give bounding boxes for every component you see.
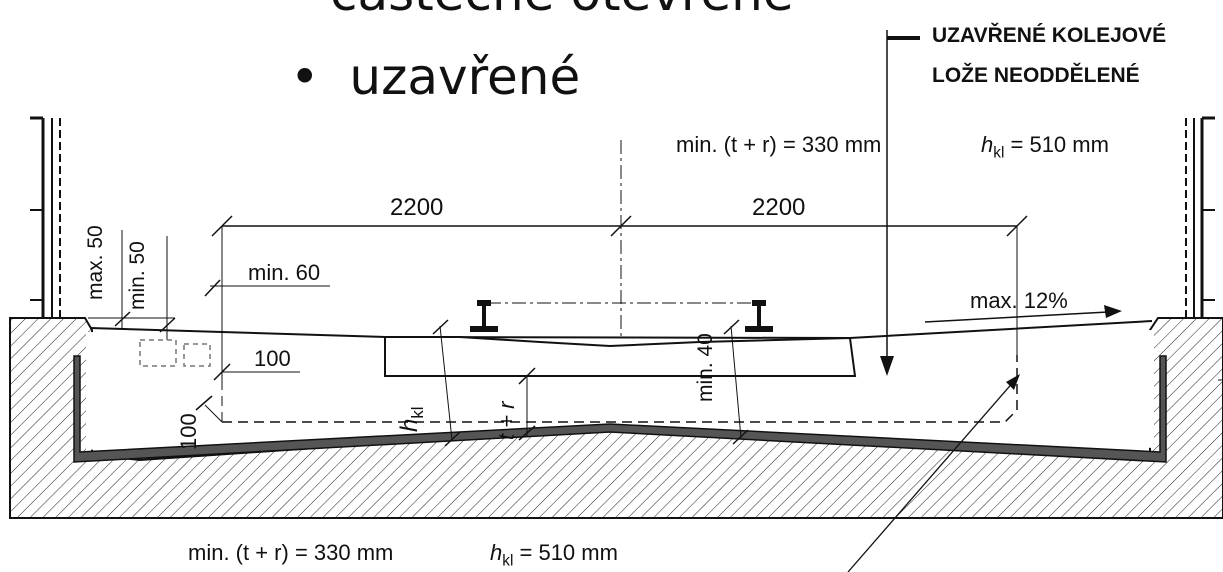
railing-left (30, 116, 61, 318)
drain-box-right (183, 343, 211, 367)
slide-title-partial: částečně otevřené (330, 0, 794, 22)
bottom-hkl-sub: kl (502, 552, 514, 570)
bullet-symbol: • (290, 48, 320, 106)
d100-label-a: 100 (254, 346, 291, 371)
rail-right (745, 300, 773, 332)
railing-right (1185, 116, 1215, 318)
max-50-label: max. 50 (84, 225, 107, 300)
drain-box-left (139, 339, 177, 367)
rail-left (470, 300, 498, 332)
min-60-label: min. 60 (248, 260, 321, 285)
hkl-label-base: h (396, 418, 423, 432)
dashed-profile (222, 355, 1018, 423)
top-hkl-value: = 510 mm (1010, 132, 1109, 157)
min-50-label: min. 50 (126, 241, 149, 310)
bullet-text: uzavřené (349, 48, 581, 106)
bottom-hkl-base: h (490, 540, 503, 565)
hkl-label-sub: kl (407, 406, 427, 419)
slope-label: max. 12% (970, 288, 1068, 313)
hkl-label: hkl (396, 407, 428, 432)
bottom-hkl-value: = 510 mm (519, 540, 618, 565)
bottom-formula: min. (t + r) = 330 mm (188, 540, 394, 565)
top-formula: min. (t + r) = 330 mm (676, 132, 882, 157)
dim-left-2200: 2200 (390, 194, 444, 221)
ballast-surface-line (89, 320, 1153, 340)
top-hkl: hkl = 510 mm (981, 132, 1109, 162)
sleeper (384, 336, 857, 377)
bullet-item: • uzavřené (290, 48, 580, 106)
min-40-label: min. 40 (694, 333, 717, 402)
bottom-hkl: hkl = 510 mm (490, 540, 618, 570)
dim-right-2200: 2200 (752, 194, 806, 221)
callout-line-2: LOŽE NEODDĚLENÉ (932, 64, 1140, 87)
callout-line-1: UZAVŘENÉ KOLEJOVÉ (932, 24, 1167, 47)
waterproofing-layer (73, 355, 1167, 463)
t-plus-r-label: t + r (494, 401, 519, 440)
top-hkl-base: h (981, 132, 994, 157)
d100-label-b: 100 (176, 413, 201, 450)
top-hkl-sub: kl (993, 144, 1005, 162)
slope-arrow (924, 311, 1109, 323)
